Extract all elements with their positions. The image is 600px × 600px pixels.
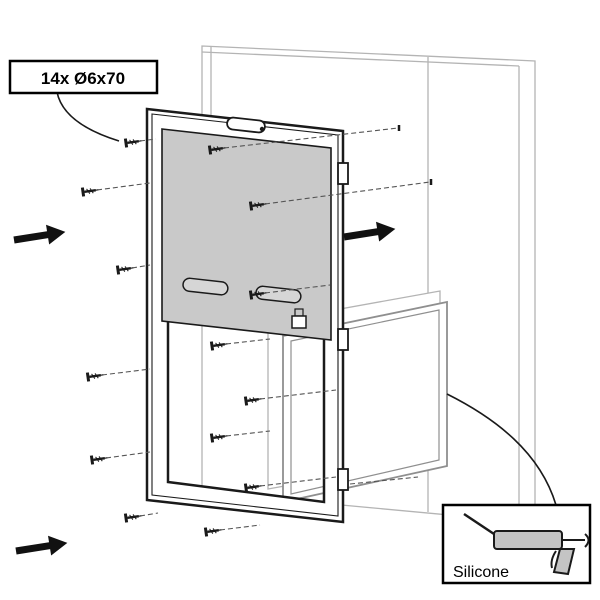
door-panel: [161, 116, 332, 341]
latch-knob: [294, 308, 304, 317]
frame-step-line: [151, 113, 339, 517]
arrow-icon: [12, 221, 67, 250]
screw-count-callout: 14x Ø6x70: [8, 59, 159, 142]
top-handle: [226, 116, 266, 134]
hinge-middle: [337, 328, 349, 351]
caulk-gun-icon: [463, 512, 590, 576]
hinges: [337, 162, 349, 491]
top-handle-pin: [259, 126, 265, 132]
screw-leader-lines: [96, 127, 431, 531]
silicone-callout: Silicone: [441, 393, 592, 585]
arrow-icon: [14, 532, 69, 561]
screw-icon: [123, 509, 144, 524]
screw-icon: [123, 134, 144, 149]
screw-icon: [203, 523, 224, 538]
handle-slot-left: [182, 277, 229, 296]
hinge-top: [337, 162, 349, 185]
silicone-leader-curve: [446, 393, 557, 506]
screw-callout-label: 14x Ø6x70: [41, 69, 125, 88]
callout-leader-curve: [56, 91, 120, 142]
screw-icon: [115, 261, 136, 276]
screw-icon: [85, 368, 106, 383]
callout-box: [8, 59, 159, 95]
screw-icon: [89, 451, 110, 466]
wall-top-inner-edge: [201, 51, 520, 67]
door-panel-face: [161, 128, 332, 341]
silicone-label: Silicone: [453, 564, 509, 581]
latch-plate: [291, 315, 307, 329]
screw-icon: [80, 183, 101, 198]
wall-hole-marks: [397, 125, 433, 185]
loose-panel-inner-edge: [290, 309, 440, 495]
hinge-bottom: [337, 468, 349, 491]
